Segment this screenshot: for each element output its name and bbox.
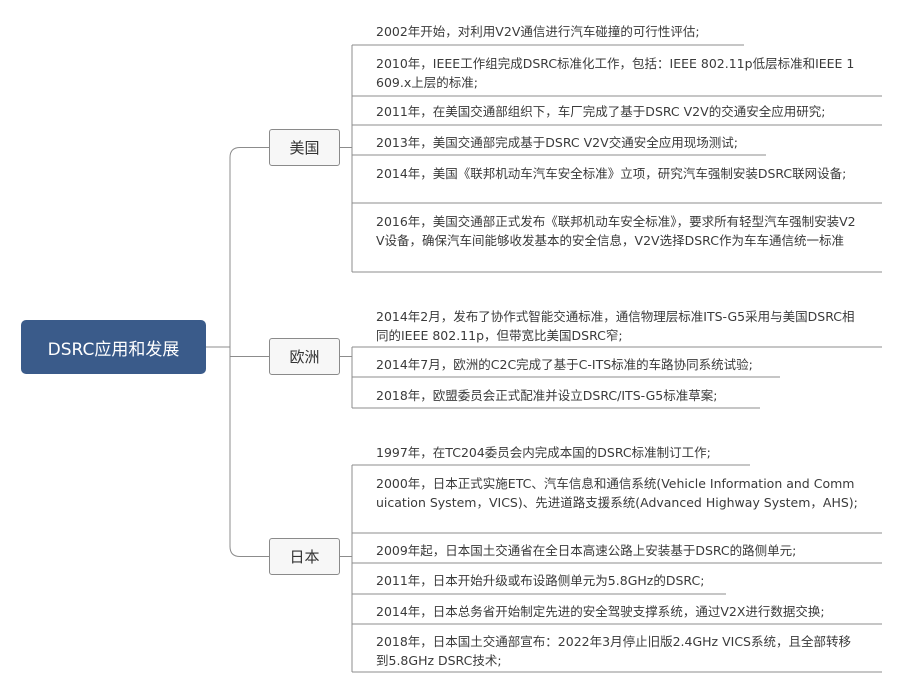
branch-usa[interactable]: 美国 (269, 129, 340, 166)
leaf-usa-2014[interactable]: 2014年，美国《联邦机动车汽车安全标准》立项，研究汽车强制安装DSRC联网设备… (352, 164, 882, 183)
leaf-japan-2018[interactable]: 2018年，日本国土交通部宣布：2022年3月停止旧版2.4GHz VICS系统… (352, 632, 882, 670)
leaf-usa-2011[interactable]: 2011年，在美国交通部组织下，车厂完成了基于DSRC V2V的交通安全应用研究… (352, 102, 882, 121)
leaf-text: 2002年开始，对利用V2V通信进行汽车碰撞的可行性评估; (376, 24, 700, 39)
branch-label: 欧洲 (289, 348, 320, 366)
branch-label: 日本 (289, 548, 320, 566)
leaf-text: 2018年，日本国土交通部宣布：2022年3月停止旧版2.4GHz VICS系统… (376, 634, 851, 668)
branch-label: 美国 (289, 139, 320, 157)
branch-europe[interactable]: 欧洲 (269, 338, 340, 375)
branch-connector-usa (229, 147, 269, 158)
leaf-usa-2013[interactable]: 2013年，美国交通部完成基于DSRC V2V交通安全应用现场测试; (352, 133, 882, 152)
leaf-text: 2018年，欧盟委员会正式配准并设立DSRC/ITS-G5标准草案; (376, 388, 718, 403)
root-topic-label: DSRC应用和发展 (47, 339, 180, 360)
leaf-text: 2014年2月，发布了协作式智能交通标准，通信物理层标准ITS-G5采用与美国D… (376, 309, 855, 343)
root-topic[interactable]: DSRC应用和发展 (21, 320, 206, 374)
leaf-usa-2010[interactable]: 2010年，IEEE工作组完成DSRC标准化工作，包括：IEEE 802.11p… (352, 54, 882, 92)
leaf-usa-2002[interactable]: 2002年开始，对利用V2V通信进行汽车碰撞的可行性评估; (352, 22, 882, 41)
leaf-text: 2014年，美国《联邦机动车汽车安全标准》立项，研究汽车强制安装DSRC联网设备… (376, 166, 847, 181)
leaf-text: 2013年，美国交通部完成基于DSRC V2V交通安全应用现场测试; (376, 135, 738, 150)
leaf-text: 2011年，日本开始升级或布设路侧单元为5.8GHz的DSRC; (376, 573, 705, 588)
branch-japan[interactable]: 日本 (269, 538, 340, 575)
leaf-text: 2011年，在美国交通部组织下，车厂完成了基于DSRC V2V的交通安全应用研究… (376, 104, 826, 119)
leaf-text: 2000年，日本正式实施ETC、汽车信息和通信系统(Vehicle Inform… (376, 476, 858, 510)
leaf-japan-2014[interactable]: 2014年，日本总务省开始制定先进的安全驾驶支撑系统，通过V2X进行数据交换; (352, 602, 882, 621)
leaf-text: 2010年，IEEE工作组完成DSRC标准化工作，包括：IEEE 802.11p… (376, 56, 855, 90)
leaf-europe-2018[interactable]: 2018年，欧盟委员会正式配准并设立DSRC/ITS-G5标准草案; (352, 386, 882, 405)
branch-connector-japan (229, 546, 269, 557)
leaf-japan-2011[interactable]: 2011年，日本开始升级或布设路侧单元为5.8GHz的DSRC; (352, 571, 882, 590)
leaf-text: 2009年起，日本国土交通省在全日本高速公路上安装基于DSRC的路侧单元; (376, 543, 797, 558)
leaf-usa-2016[interactable]: 2016年，美国交通部正式发布《联邦机动车安全标准》，要求所有轻型汽车强制安装V… (352, 212, 882, 250)
leaf-europe-2014-jul[interactable]: 2014年7月，欧洲的C2C完成了基于C-ITS标准的车路协同系统试验; (352, 355, 882, 374)
leaf-japan-1997[interactable]: 1997年，在TC204委员会内完成本国的DSRC标准制订工作; (352, 443, 882, 462)
leaf-text: 2014年，日本总务省开始制定先进的安全驾驶支撑系统，通过V2X进行数据交换; (376, 604, 825, 619)
leaf-text: 2014年7月，欧洲的C2C完成了基于C-ITS标准的车路协同系统试验; (376, 357, 753, 372)
leaf-japan-2000[interactable]: 2000年，日本正式实施ETC、汽车信息和通信系统(Vehicle Inform… (352, 474, 882, 512)
leaf-japan-2009[interactable]: 2009年起，日本国土交通省在全日本高速公路上安装基于DSRC的路侧单元; (352, 541, 882, 560)
leaf-text: 1997年，在TC204委员会内完成本国的DSRC标准制订工作; (376, 445, 711, 460)
leaf-text: 2016年，美国交通部正式发布《联邦机动车安全标准》，要求所有轻型汽车强制安装V… (376, 214, 856, 248)
leaf-europe-2014-feb[interactable]: 2014年2月，发布了协作式智能交通标准，通信物理层标准ITS-G5采用与美国D… (352, 307, 882, 345)
